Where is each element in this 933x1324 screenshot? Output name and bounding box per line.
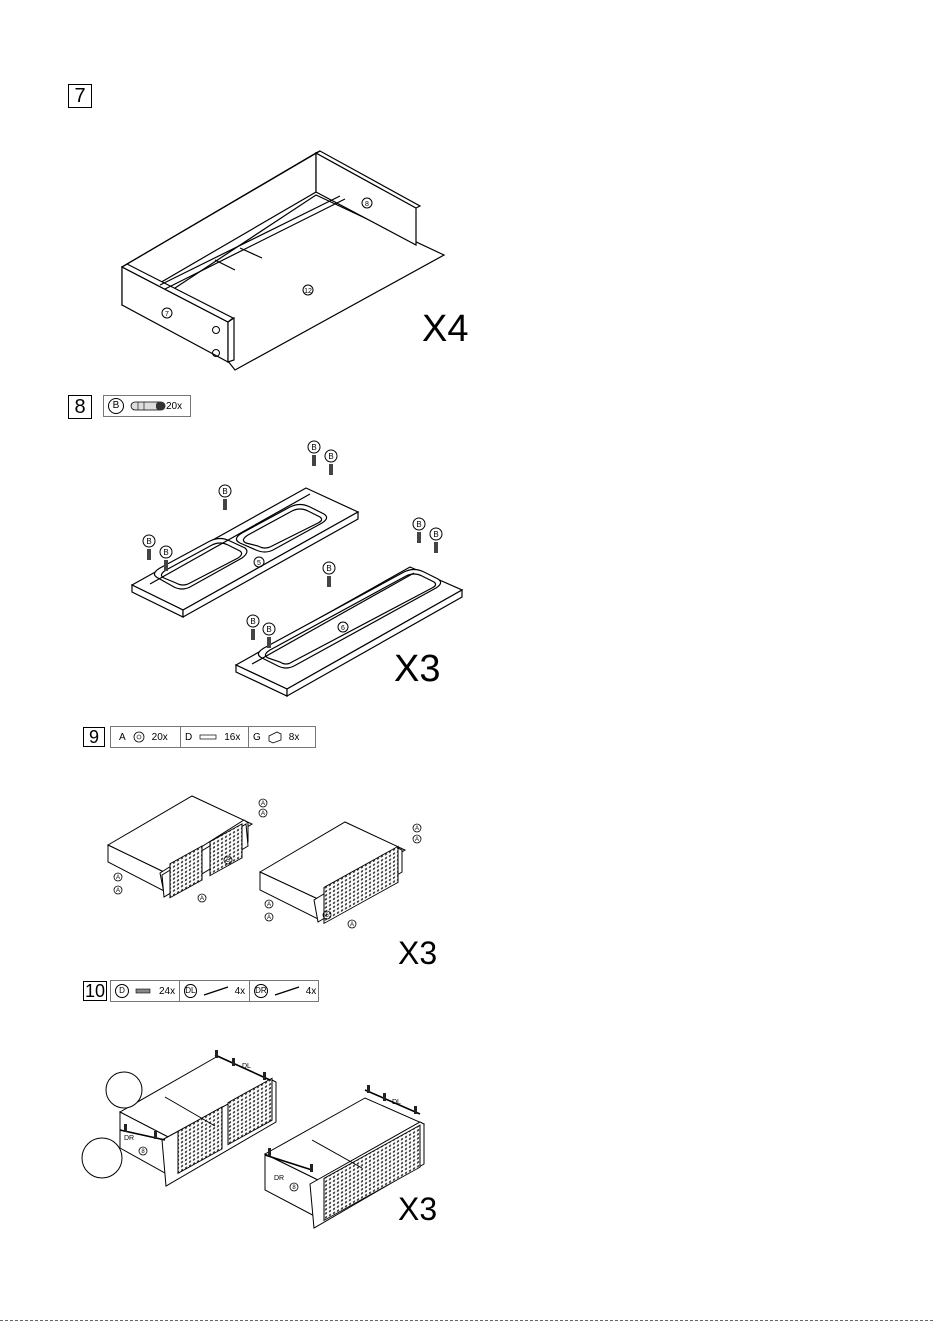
svg-text:DR: DR	[274, 1175, 284, 1182]
rail-label: DL	[242, 1063, 251, 1070]
multiplier: X3	[398, 1191, 437, 1228]
svg-text:DL: DL	[392, 1099, 401, 1106]
rail-label: DR	[124, 1135, 134, 1142]
page-cut-line	[0, 1320, 933, 1321]
drawer-rails-illustration: DL DL DR DR 8 8	[0, 0, 933, 1260]
